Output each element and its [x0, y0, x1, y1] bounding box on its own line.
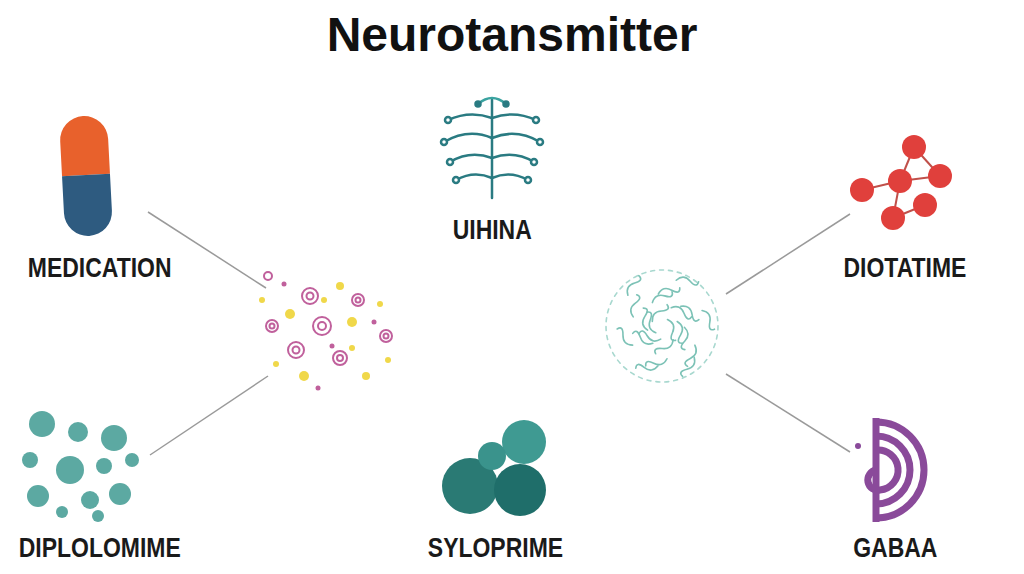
coil-squiggle: [685, 345, 696, 366]
coil-squiggle: [643, 308, 648, 330]
spiral-icon: [868, 418, 924, 522]
label-text: GABAA: [853, 532, 937, 564]
bubble-cluster: [22, 411, 139, 522]
coil-squiggle: [702, 311, 714, 330]
label-text: UIHINA: [452, 214, 531, 246]
coil-squiggle: [633, 331, 653, 344]
label-text: MEDICATION: [28, 252, 172, 284]
label-text: SYLOPRIME: [427, 532, 562, 564]
coil-squiggle: [617, 328, 632, 345]
coil-squiggle: [639, 331, 661, 341]
coil-squiggle: [671, 307, 691, 319]
icon-label: DIOTATIME: [844, 252, 967, 284]
coil-cluster: [606, 270, 718, 382]
icon-label: GABAA: [853, 532, 937, 564]
coil-squiggle: [677, 321, 682, 343]
leader-lines: [148, 212, 850, 455]
molecule-icon: [850, 135, 952, 230]
pill-icon: [59, 115, 113, 237]
coil-squiggle: [655, 340, 673, 354]
icon-label: UIHINA: [452, 214, 531, 246]
sphere-cluster: [442, 420, 546, 516]
coil-squiggle: [647, 312, 656, 333]
coil-squiggle: [646, 359, 667, 366]
label-text: DIPLOLOMIME: [19, 532, 181, 564]
coil-squiggle: [676, 277, 698, 285]
coil-squiggle: [652, 292, 672, 303]
coil-squiggle: [652, 305, 668, 322]
coil-squiggle: [627, 276, 640, 296]
coil-squiggle: [658, 288, 680, 294]
icon-label: SYLOPRIME: [427, 532, 562, 564]
particle-cluster: [259, 272, 392, 391]
coil-squiggle: [636, 364, 658, 370]
icon-label: MEDICATION: [28, 252, 172, 284]
label-text: DIOTATIME: [844, 252, 967, 284]
diagram-title: Neurotansmitter: [327, 7, 698, 62]
icon-label: DIPLOLOMIME: [19, 532, 181, 564]
coil-squiggle: [667, 319, 675, 340]
neuron-icon: [441, 98, 543, 198]
spiral-dot: [855, 443, 861, 449]
coil-squiggle: [631, 295, 640, 317]
